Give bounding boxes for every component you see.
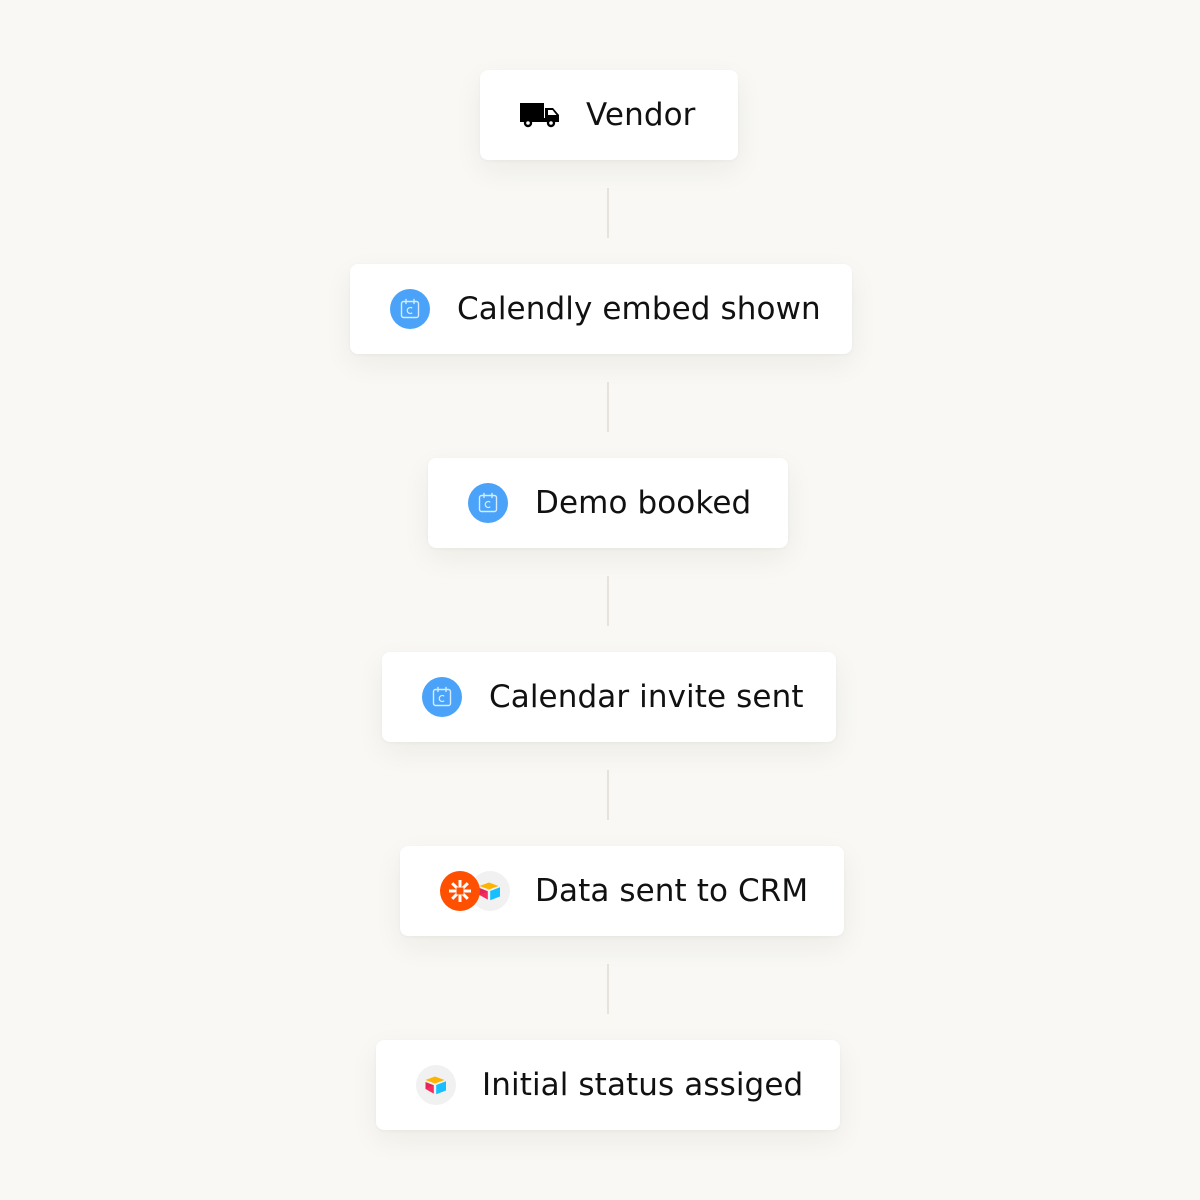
connector-line — [607, 382, 609, 432]
zapier-icon — [440, 871, 480, 911]
step-label: Data sent to CRM — [535, 873, 809, 909]
step-label: Calendar invite sent — [489, 679, 804, 715]
connector-line — [607, 964, 609, 1014]
step-label: Demo booked — [535, 485, 752, 521]
step-label: Vendor — [586, 97, 696, 133]
flow-step-demo-booked: Demo booked — [428, 458, 788, 548]
flow-step-initial-status-assigned: Initial status assiged — [376, 1040, 840, 1130]
connector-line — [607, 576, 609, 626]
truck-icon — [520, 95, 560, 135]
flow-step-calendly-embed-shown: Calendly embed shown — [350, 264, 852, 354]
calendly-icon — [422, 677, 462, 717]
connector-line — [607, 188, 609, 238]
calendly-icon — [468, 483, 508, 523]
flow-step-vendor: Vendor — [480, 70, 738, 160]
step-label: Calendly embed shown — [457, 291, 821, 327]
integration-icons — [440, 871, 510, 911]
airtable-icon — [416, 1065, 456, 1105]
flow-step-data-sent-to-crm: Data sent to CRM — [400, 846, 844, 936]
calendly-icon — [390, 289, 430, 329]
step-label: Initial status assiged — [482, 1067, 804, 1103]
flow-step-calendar-invite-sent: Calendar invite sent — [382, 652, 836, 742]
airtable-icon — [470, 871, 510, 911]
connector-line — [607, 770, 609, 820]
